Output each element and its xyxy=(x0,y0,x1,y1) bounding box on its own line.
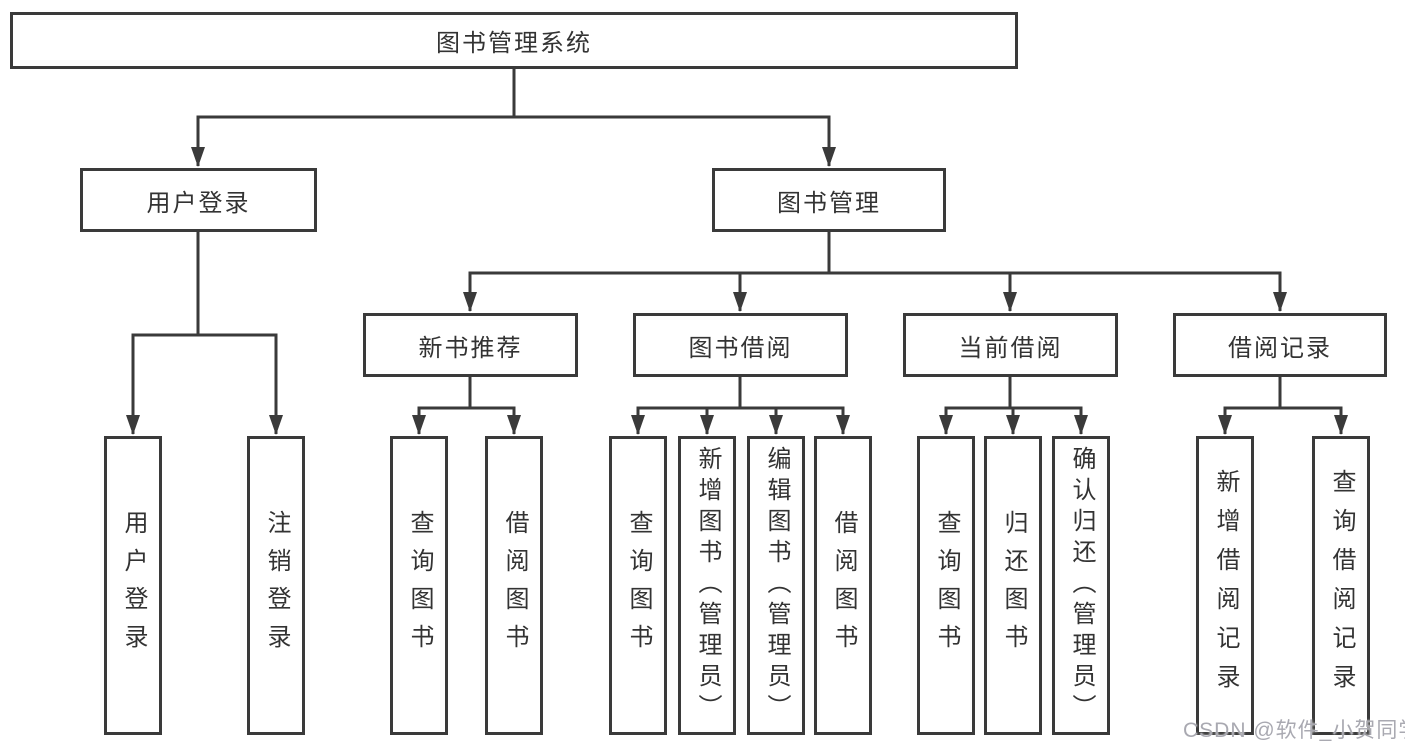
node-label: 图书管理 xyxy=(777,189,881,217)
node-user-login: 用户登录 xyxy=(80,168,317,232)
node-book-management: 图书管理 xyxy=(712,168,946,232)
leaf-current-query-books: 查询图书 xyxy=(917,436,975,735)
leaf-label: 确认归还（管理员） xyxy=(1068,446,1095,725)
leaf-recommend-query-books: 查询图书 xyxy=(390,436,448,735)
leaf-user-login: 用户登录 xyxy=(104,436,162,735)
leaf-label: 查询图书 xyxy=(406,509,433,662)
leaf-label: 归还图书 xyxy=(1000,509,1027,662)
node-label: 图书管理系统 xyxy=(436,30,592,57)
node-label: 图书借阅 xyxy=(688,334,793,362)
leaf-label: 编辑图书（管理员） xyxy=(763,446,790,725)
node-label: 用户登录 xyxy=(146,189,251,217)
node-label: 新书推荐 xyxy=(418,334,523,362)
arrow-lines xyxy=(126,117,1348,435)
node-borrow-records: 借阅记录 xyxy=(1173,313,1387,377)
leaf-borrow-borrow-books: 借阅图书 xyxy=(814,436,872,735)
leaf-label: 新增图书（管理员） xyxy=(694,446,721,725)
leaf-recommend-borrow-books: 借阅图书 xyxy=(485,436,543,735)
node-new-book-recommend: 新书推荐 xyxy=(363,313,578,377)
leaf-current-confirm-return-admin: 确认归还（管理员） xyxy=(1052,436,1110,735)
leaf-label: 借阅图书 xyxy=(830,509,857,662)
elbow-lines xyxy=(131,69,1343,410)
leaf-records-query-borrow-record: 查询借阅记录 xyxy=(1312,436,1370,735)
leaf-borrow-add-books-admin: 新增图书（管理员） xyxy=(678,436,736,735)
leaf-label: 注销登录 xyxy=(263,509,290,662)
node-label: 借阅记录 xyxy=(1228,334,1332,362)
leaf-logout-login: 注销登录 xyxy=(247,436,305,735)
leaf-label: 查询图书 xyxy=(625,509,652,662)
leaf-borrow-edit-books-admin: 编辑图书（管理员） xyxy=(747,436,805,735)
leaf-label: 借阅图书 xyxy=(501,509,528,662)
csdn-watermark: CSDN @软件_小贺同学 xyxy=(1183,719,1405,742)
leaf-label: 新增借阅记录 xyxy=(1212,468,1239,703)
node-library-management-system: 图书管理系统 xyxy=(10,12,1018,69)
leaf-borrow-query-books: 查询图书 xyxy=(609,436,667,735)
node-book-borrow: 图书借阅 xyxy=(633,313,848,377)
leaf-records-add-borrow-record: 新增借阅记录 xyxy=(1196,436,1254,735)
leaf-label: 查询借阅记录 xyxy=(1328,468,1355,703)
node-current-borrow: 当前借阅 xyxy=(903,313,1118,377)
node-label: 当前借阅 xyxy=(958,334,1063,362)
leaf-current-return-books: 归还图书 xyxy=(984,436,1042,735)
leaf-label: 查询图书 xyxy=(933,509,960,662)
leaf-label: 用户登录 xyxy=(120,509,147,662)
